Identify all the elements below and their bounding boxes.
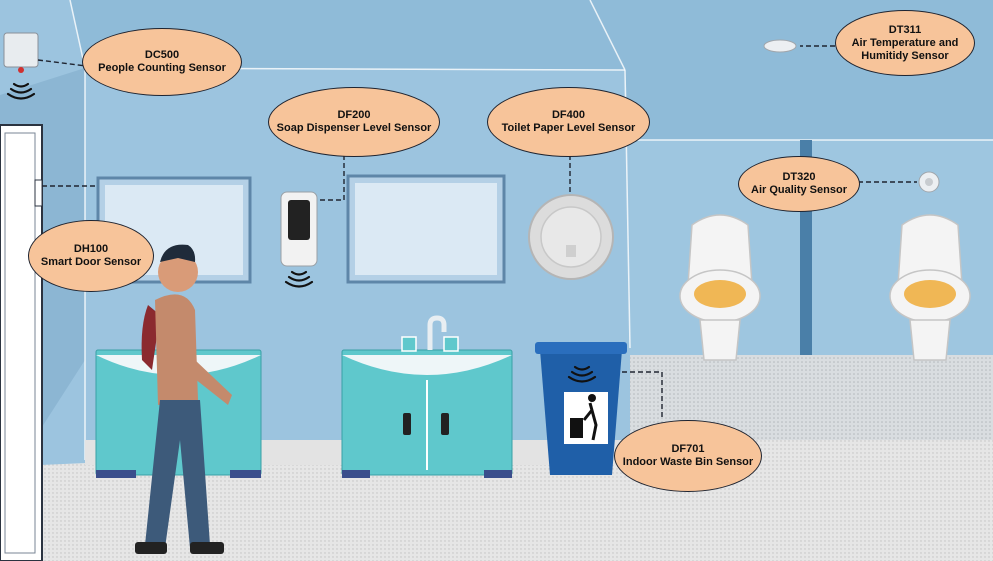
callout-label: Air Quality Sensor (751, 184, 847, 196)
ceiling (0, 0, 993, 140)
callout-label: Humitidy Sensor (861, 49, 949, 62)
wifi-signal-icon (284, 270, 314, 288)
callout-dt311: DT311 Air Temperature and Humitidy Senso… (835, 10, 975, 76)
callout-df200: DF200 Soap Dispenser Level Sensor (268, 87, 440, 157)
callout-label: Smart Door Sensor (40, 256, 142, 268)
wifi-signal-icon (6, 82, 36, 100)
callout-df701: DF701 Indoor Waste Bin Sensor (614, 420, 762, 492)
toilet-right (889, 214, 971, 361)
leader-lines (37, 45, 917, 420)
callout-model: DT320 (782, 171, 816, 183)
litter-bin-icon (564, 392, 608, 444)
callout-label: Air Temperature and (851, 36, 959, 49)
person (135, 244, 232, 554)
callout-dh100: DH100 Smart Door Sensor (28, 220, 154, 292)
callout-label: Indoor Waste Bin Sensor (622, 456, 754, 468)
callout-dc500: DC500 People Counting Sensor (82, 28, 242, 96)
callout-model: DF400 (551, 109, 586, 121)
air-temperature-sensor-device (763, 39, 797, 53)
callout-label: Toilet Paper Level Sensor (501, 122, 636, 134)
callout-model: DF701 (671, 443, 705, 455)
callout-df400: DF400 Toilet Paper Level Sensor (487, 87, 650, 157)
callout-dt320: DT320 Air Quality Sensor (738, 156, 860, 212)
toilet-left (679, 214, 761, 361)
callout-label: Soap Dispenser Level Sensor (276, 122, 432, 134)
callout-model: DT311 (888, 23, 922, 36)
callout-model: DH100 (73, 243, 109, 255)
callout-model: DC500 (144, 49, 180, 61)
door-sensor-device (34, 179, 43, 207)
wifi-signal-icon (567, 365, 597, 383)
callout-model: DF200 (337, 109, 371, 121)
people-counter-device (3, 32, 39, 68)
callout-label: People Counting Sensor (98, 62, 226, 74)
